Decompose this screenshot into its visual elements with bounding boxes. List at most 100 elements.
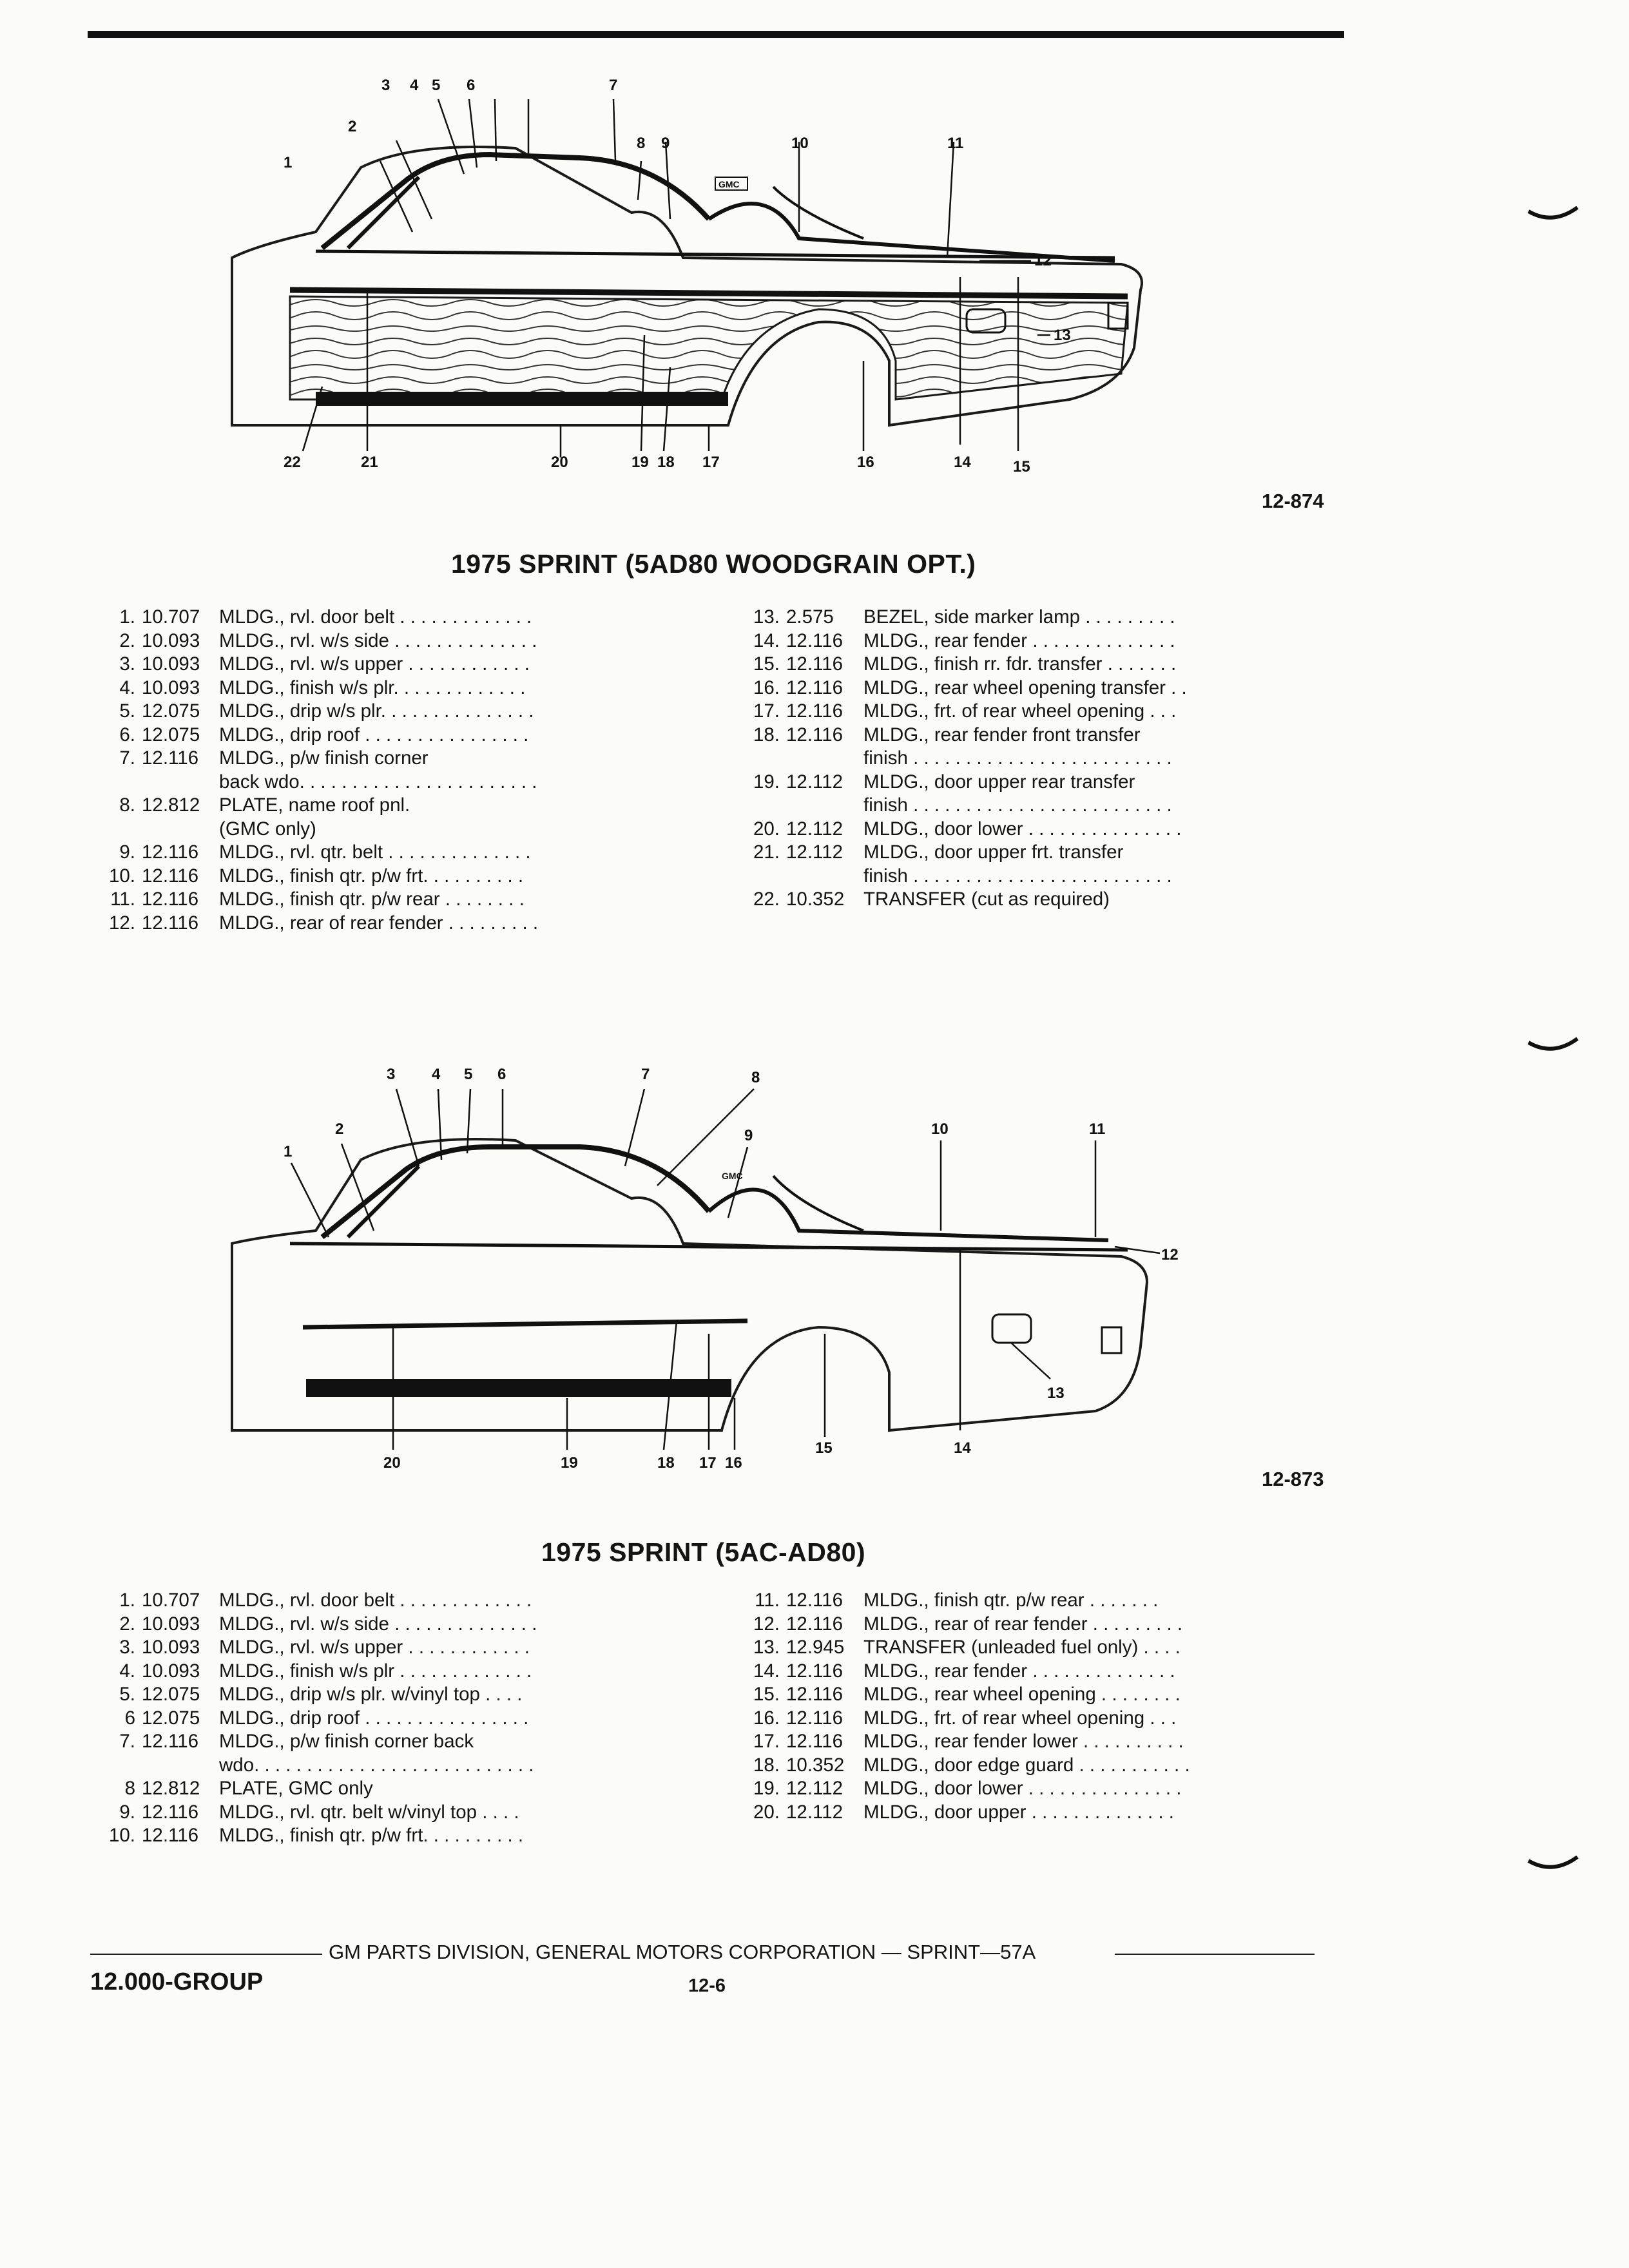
part-number: 10.707: [142, 1590, 200, 1611]
part-description: MLDG., rvl. door belt . . . . . . . . . …: [219, 606, 532, 628]
part-description: MLDG., rvl. w/s upper . . . . . . . . . …: [219, 653, 530, 675]
callout-2: 12: [1161, 1246, 1179, 1264]
callout-1: 5: [432, 77, 440, 94]
part-description: MLDG., finish w/s plr . . . . . . . . . …: [219, 1660, 532, 1682]
part-number: 12.116: [786, 629, 843, 651]
part-description-continued: finish . . . . . . . . . . . . . . . . .…: [863, 747, 1172, 769]
callout-1: 21: [361, 454, 378, 471]
part-number: 12.116: [786, 1613, 843, 1635]
margin-mark: [1527, 206, 1579, 220]
part-description: MLDG., door edge guard . . . . . . . . .…: [863, 1754, 1190, 1776]
part-description: MLDG., frt. of rear wheel opening . . .: [863, 700, 1177, 722]
callout-2: 6: [497, 1066, 506, 1083]
part-description-continued: back wdo. . . . . . . . . . . . . . . . …: [219, 771, 537, 793]
callout-1: 16: [857, 454, 874, 471]
item-number: 20.: [753, 1801, 780, 1823]
callout-2: 2: [335, 1120, 343, 1138]
part-number: 12.116: [786, 1731, 843, 1752]
part-number: 12.116: [142, 841, 199, 863]
part-description: MLDG., finish rr. fdr. transfer . . . . …: [863, 653, 1177, 675]
part-description: MLDG., rvl. w/s upper . . . . . . . . . …: [219, 1637, 530, 1658]
part-number: 12.112: [786, 841, 843, 863]
callout-1: 22: [284, 454, 301, 471]
part-number: 12.116: [786, 1590, 843, 1611]
item-number: 12.: [108, 912, 135, 934]
item-number: 4.: [119, 1660, 135, 1682]
callout-1: 17: [702, 454, 720, 471]
callout-1: 20: [551, 454, 568, 471]
part-number: 12.075: [142, 724, 200, 745]
callout-2: 8: [751, 1069, 760, 1086]
callout-1: 6: [467, 77, 475, 94]
item-number: 6: [124, 1707, 135, 1729]
parts-list-item: 5. 12.075 MLDG., drip w/s plr. w/vinyl top…: [90, 1683, 599, 1707]
publisher-line: GM PARTS DIVISION, GENERAL MOTORS CORPOR…: [329, 1941, 1036, 1963]
callout-1: 10: [791, 135, 809, 152]
callout-2: 17: [699, 1454, 717, 1472]
footer-rule-right: [1115, 1954, 1315, 1955]
part-number: 12.116: [142, 747, 199, 769]
part-description: PLATE, GMC only: [219, 1778, 373, 1799]
part-number: 12.116: [786, 1707, 843, 1729]
callout-2: 9: [744, 1127, 753, 1144]
plate-label-2: GMC: [722, 1171, 743, 1181]
part-number: 12.112: [786, 818, 843, 840]
callout-2: 1: [284, 1143, 292, 1160]
callout-2: 19: [561, 1454, 578, 1472]
part-number: 12.075: [142, 700, 200, 722]
part-description: MLDG., door upper frt. transfer: [863, 841, 1124, 863]
part-number: 12.116: [786, 724, 843, 745]
part-number: 12.812: [142, 1778, 200, 1799]
part-description-continued: finish . . . . . . . . . . . . . . . . .…: [863, 865, 1172, 887]
callout-1: 15: [1013, 458, 1030, 476]
part-number: 12.112: [786, 1801, 843, 1823]
item-number: 13.: [753, 606, 780, 628]
margin-mark: [1527, 1856, 1579, 1869]
callout-1: 11: [947, 135, 963, 152]
figure-number-2: 12-873: [1262, 1468, 1324, 1490]
part-description: MLDG., rvl. w/s side . . . . . . . . . .…: [219, 1613, 537, 1635]
top-rule: [88, 31, 1344, 38]
car-side-illustration-2: GMC 1 2 3 4 5 6: [231, 1066, 1179, 1472]
item-number: 9.: [119, 1801, 135, 1823]
part-number: 12.116: [786, 1684, 843, 1705]
part-description: MLDG., door lower . . . . . . . . . . . …: [863, 818, 1182, 840]
part-description: MLDG., drip w/s plr. . . . . . . . . . .…: [219, 700, 534, 722]
part-number: 12.075: [142, 1684, 200, 1705]
part-description: MLDG., drip roof . . . . . . . . . . . .…: [219, 724, 529, 745]
figure-number-1: 12-874: [1262, 490, 1324, 512]
item-number: 13.: [753, 1637, 780, 1658]
part-description: MLDG., rear of rear fender . . . . . . .…: [863, 1613, 1183, 1635]
callout-1: 9: [661, 135, 670, 152]
part-description: BEZEL, side marker lamp . . . . . . . . …: [863, 606, 1175, 628]
part-number: 12.116: [142, 1825, 199, 1846]
item-number: 11.: [755, 1590, 780, 1611]
group-label: 12.000-GROUP: [90, 1968, 264, 1995]
item-number: 19.: [753, 1778, 780, 1799]
part-description: MLDG., drip w/s plr. w/vinyl top . . . .: [219, 1684, 523, 1705]
part-description-continued: (GMC only): [219, 818, 316, 840]
item-number: 5.: [119, 1684, 135, 1705]
